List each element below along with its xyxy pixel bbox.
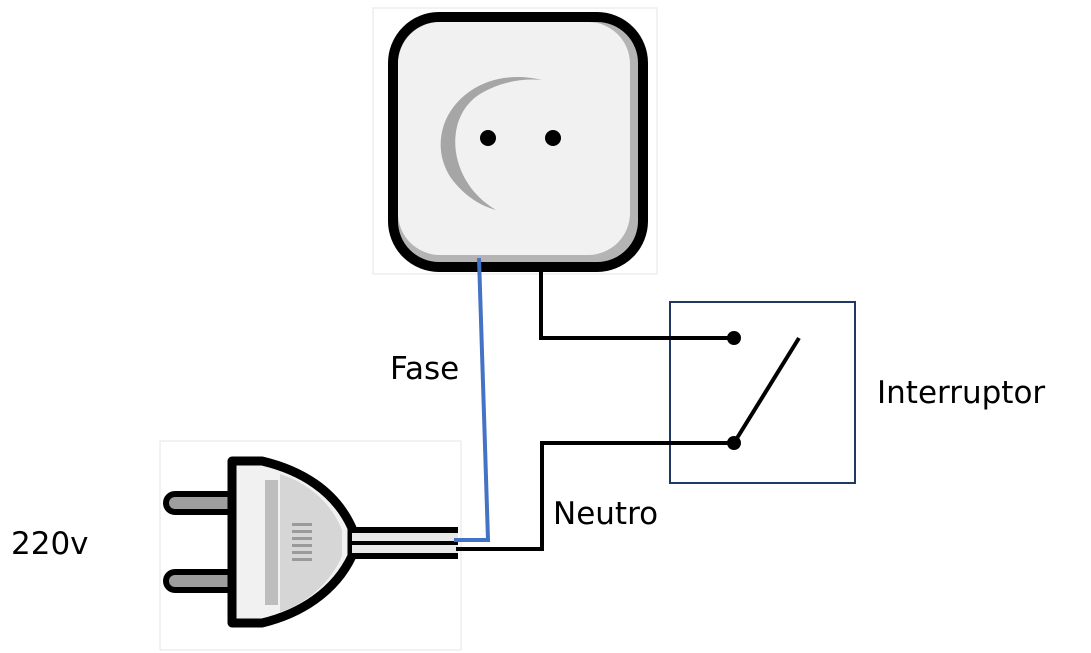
socket-switch-wire — [539, 266, 734, 340]
voltage-label: 220v — [11, 526, 89, 562]
neutral-wire — [456, 441, 734, 551]
power-plug-icon — [159, 440, 462, 651]
switch-symbol-icon — [669, 301, 856, 484]
phase-label: Fase — [390, 351, 460, 387]
phase-wire — [454, 257, 491, 542]
switch-label: Interruptor — [877, 375, 1046, 411]
neutral-label: Neutro — [553, 496, 659, 532]
wall-socket-icon — [372, 7, 658, 275]
